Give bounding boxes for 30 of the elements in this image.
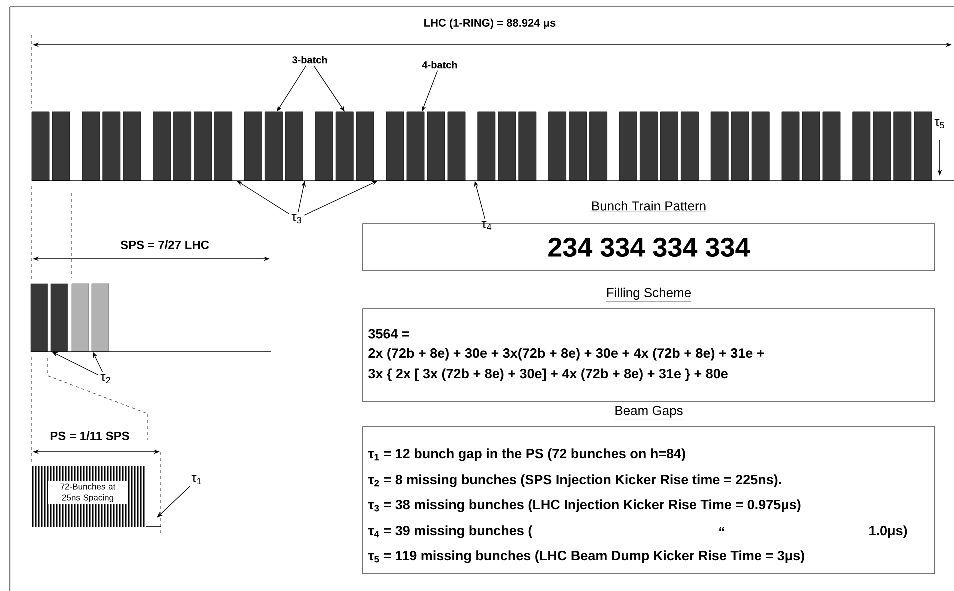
leader-arrow (157, 486, 190, 518)
gap-definition-text: τ$_{4}$ = 39 missing bunches ( (368, 526, 533, 538)
formula-line: 3564 = (368, 329, 410, 339)
section-heading: Beam Gaps (614, 406, 684, 420)
gap-label: τ$_{3}$ (292, 214, 302, 224)
section-heading: Filling Scheme (606, 288, 692, 302)
bunch-train-drawing (32, 112, 954, 182)
dimension-label: LHC (1-RING) = 88.924 μs (424, 18, 556, 30)
gap-label: τ$_{5}$ (934, 119, 944, 129)
formula-line: 2x (72b + 8e) + 30e + 3x(72b + 8e) + 30e + 4x (72b + 8e) + 31e + (368, 348, 764, 361)
pattern-text: 234 334 334 334 (548, 238, 750, 258)
sps-bunch-drawing (30, 284, 272, 352)
gap-definition-text: τ$_{2}$ = 8 missing bunches (SPS Injection Kicker Rise time = 225ns). (368, 474, 782, 488)
section-heading: Bunch Train Pattern (591, 201, 707, 212)
batch-label: 3-batch (292, 56, 328, 64)
leader-arrow (314, 66, 345, 112)
gap-label: τ$_{1}$ (192, 476, 202, 484)
bunch-label-box: 72-Bunches at 25ns Spacing (48, 482, 128, 504)
node-label: 72-Bunches at 25ns Spacing (60, 484, 116, 502)
gap-label: τ$_{2}$ (100, 374, 110, 384)
gap-definition-text: “ (720, 527, 724, 532)
gap-label: τ$_{4}$ (482, 222, 492, 230)
dimension-label: SPS = 7/27 LHC (120, 240, 210, 250)
batch-label: 4-batch (422, 61, 458, 69)
dimension-label: PS = 1/11 SPS (50, 432, 130, 440)
formula-line: 3x { 2x [ 3x (72b + 8e) + 30e] + 4x (72b + 8e) + 31e } + 80e (368, 368, 728, 382)
gap-definition-text: τ$_{5}$ = 119 missing bunches (LHC Beam Dump Kicker Rise Time = 3μs) (368, 550, 804, 564)
gap-definition-text: τ$_{1}$ = 12 bunch gap in the PS (72 bunches on h=84) (368, 448, 686, 462)
gap-definition-text: 1.0μs) (870, 526, 908, 538)
gap-definition-text: τ$_{3}$ = 38 missing bunches (LHC Injection Kicker Rise Time = 0.975μs) (368, 500, 801, 512)
